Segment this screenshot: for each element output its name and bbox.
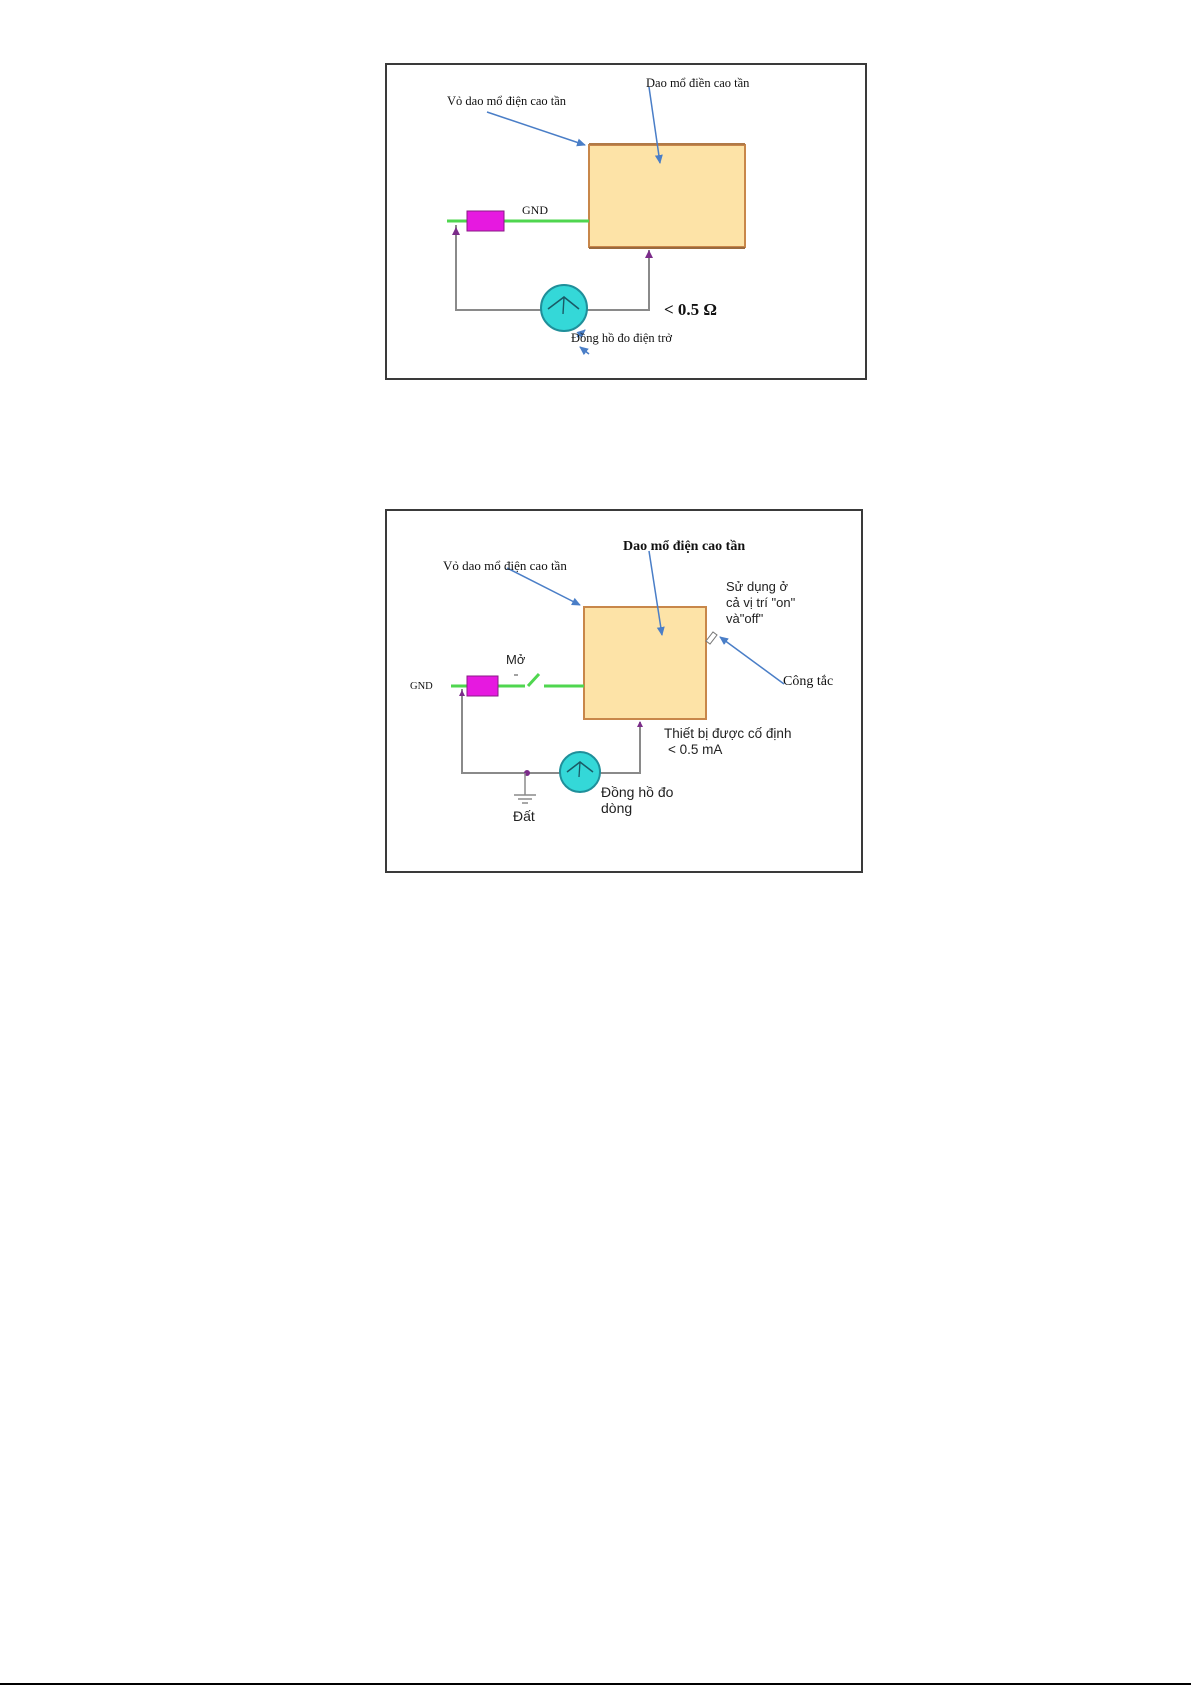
open-switch-blade	[528, 674, 539, 686]
switch-note-line-3: và"off"	[726, 611, 764, 626]
switch-note-line-2: cả vị trí "on"	[726, 595, 796, 610]
earth-ground-icon	[514, 773, 536, 803]
measurement-lead-left	[456, 225, 541, 310]
measurement-lead-right	[600, 722, 640, 773]
gnd-label: GND	[410, 681, 433, 692]
probe-node-right	[637, 721, 643, 727]
enclosure-arrow	[507, 568, 580, 605]
enclosure-arrow	[487, 112, 585, 145]
gnd-label: GND	[522, 203, 548, 217]
ohmmeter-label: Đồng hồ đo điện trở	[571, 331, 672, 345]
measurement-lead-right	[587, 250, 649, 310]
probe-node-left	[459, 690, 465, 696]
probe-node-right	[645, 250, 653, 258]
open-label: Mở	[506, 652, 526, 667]
ammeter-icon	[560, 752, 600, 792]
resistance-test-diagram: Vỏ dao mổ điện cao tần Dao mổ điền cao t…	[387, 65, 865, 378]
figure-resistance-test: Vỏ dao mổ điện cao tần Dao mổ điền cao t…	[385, 63, 867, 380]
switch-note-line-1: Sử dụng ở	[726, 579, 789, 594]
leakage-current-test-diagram: Vỏ dao mổ điện cao tần Dao mổ điện cao t…	[387, 511, 861, 871]
ammeter-label-line-1: Đồng hồ đo	[601, 784, 674, 800]
figure-leakage-current-test: Vỏ dao mổ điện cao tần Dao mổ điện cao t…	[385, 509, 863, 873]
device-label: Dao mổ điền cao tần	[646, 76, 750, 90]
fixed-equipment-label: Thiết bị được cố định	[664, 726, 791, 741]
ammeter-label-line-2: dòng	[601, 800, 632, 816]
current-limit-label: < 0.5 mA	[668, 742, 722, 757]
enclosure-label: Vỏ dao mổ điện cao tần	[443, 558, 567, 573]
resistance-limit-label: < 0.5 Ω	[664, 300, 717, 319]
switch-label: Công tắc	[783, 674, 833, 689]
device-label: Dao mổ điện cao tần	[623, 539, 745, 554]
switch-arrow	[720, 637, 784, 684]
power-switch-icon	[706, 632, 717, 644]
electrosurgical-unit-box	[584, 607, 706, 719]
fuse-component	[467, 211, 504, 231]
electrosurgical-unit-box	[589, 145, 745, 247]
ohmmeter-icon	[541, 285, 587, 331]
earth-label: Đất	[513, 808, 535, 824]
enclosure-label: Vỏ dao mổ điện cao tần	[447, 94, 567, 108]
measurement-lead-left	[462, 689, 561, 773]
fuse-component	[467, 676, 498, 696]
probe-node-left	[452, 227, 460, 235]
meter-pointer-arrow	[580, 347, 589, 354]
